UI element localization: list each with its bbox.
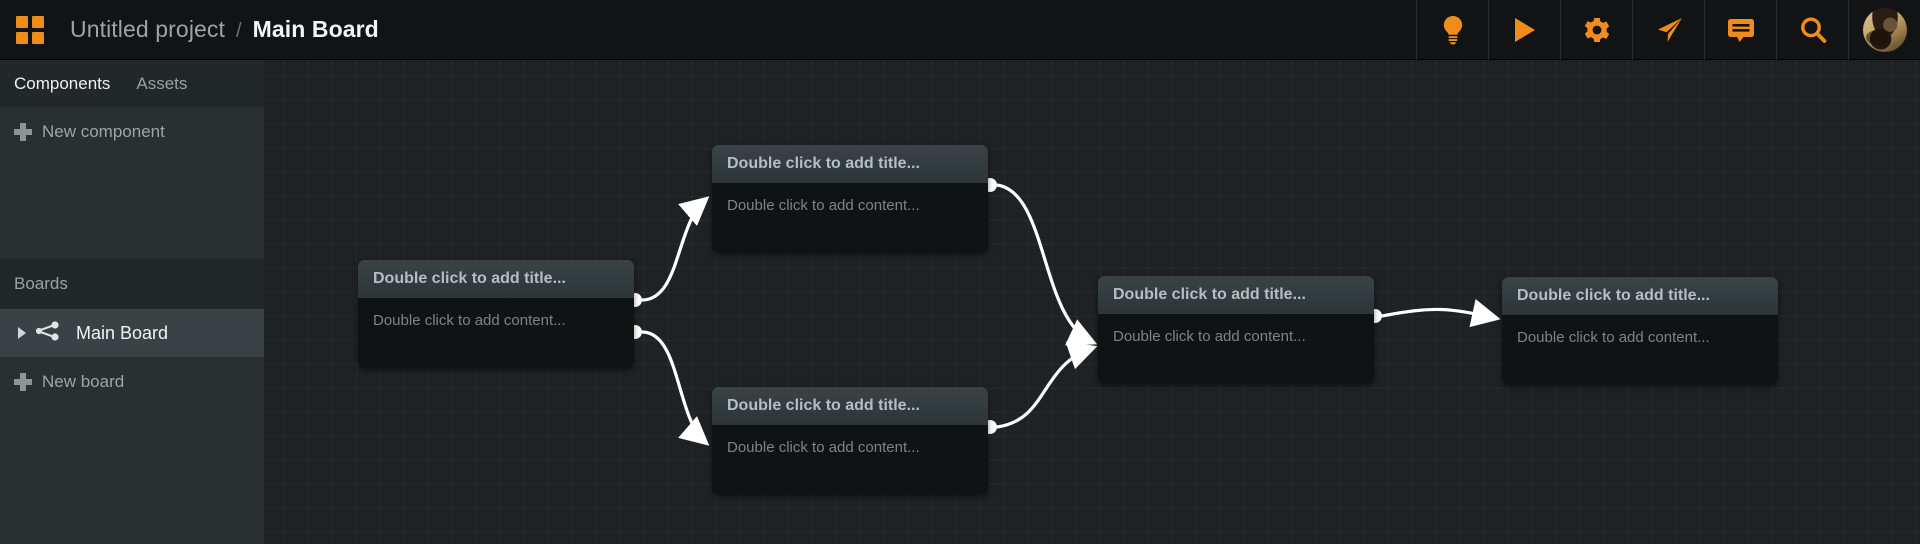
components-empty-area bbox=[0, 157, 264, 259]
lightbulb-icon bbox=[1440, 15, 1466, 45]
board-card[interactable]: Double click to add title... Double clic… bbox=[712, 387, 988, 495]
sidebar-tabs: Components Assets bbox=[0, 60, 264, 107]
breadcrumb-project[interactable]: Untitled project bbox=[70, 16, 226, 42]
avatar bbox=[1862, 7, 1907, 52]
card-header[interactable]: Double click to add title... bbox=[1502, 277, 1778, 315]
edge-card4-card5 bbox=[1368, 299, 1501, 328]
card-header[interactable]: Double click to add title... bbox=[712, 145, 988, 183]
play-button[interactable] bbox=[1488, 0, 1560, 60]
send-button[interactable] bbox=[1632, 0, 1704, 60]
breadcrumb-board[interactable]: Main Board bbox=[252, 16, 379, 42]
search-icon bbox=[1798, 15, 1828, 45]
search-button[interactable] bbox=[1776, 0, 1848, 60]
paper-plane-icon bbox=[1654, 15, 1684, 45]
play-icon bbox=[1512, 16, 1538, 44]
plus-icon bbox=[14, 373, 32, 391]
tab-assets[interactable]: Assets bbox=[136, 73, 188, 93]
gear-icon bbox=[1582, 15, 1612, 45]
toolbar bbox=[1416, 0, 1920, 60]
comment-icon bbox=[1726, 16, 1756, 44]
card-content-placeholder: Double click to add content... bbox=[727, 439, 920, 456]
board-canvas[interactable]: Double click to add title... Double clic… bbox=[264, 60, 1920, 544]
card-body[interactable]: Double click to add content... bbox=[712, 183, 988, 253]
board-card[interactable]: Double click to add title... Double clic… bbox=[1502, 277, 1778, 385]
card-title-placeholder: Double click to add title... bbox=[727, 397, 920, 414]
edge-card3-card4 bbox=[983, 341, 1098, 434]
boards-section-label: Boards bbox=[14, 274, 68, 293]
card-body[interactable]: Double click to add content... bbox=[1098, 314, 1374, 384]
board-card[interactable]: Double click to add title... Double clic… bbox=[1098, 276, 1374, 384]
card-header[interactable]: Double click to add title... bbox=[712, 387, 988, 425]
app-logo-button[interactable] bbox=[0, 0, 60, 60]
chevron-right-icon[interactable] bbox=[18, 327, 26, 339]
board-node-icon bbox=[35, 320, 61, 346]
breadcrumb-separator: / bbox=[236, 20, 242, 42]
card-body[interactable]: Double click to add content... bbox=[1502, 315, 1778, 385]
sidebar-board-label: Main Board bbox=[76, 322, 169, 343]
card-body[interactable]: Double click to add content... bbox=[358, 298, 634, 368]
card-body[interactable]: Double click to add content... bbox=[712, 425, 988, 495]
card-title-placeholder: Double click to add title... bbox=[1517, 287, 1710, 304]
card-title-placeholder: Double click to add title... bbox=[1113, 286, 1306, 303]
card-header[interactable]: Double click to add title... bbox=[358, 260, 634, 298]
sidebar: Components Assets New component Boards bbox=[0, 60, 264, 544]
grid-logo-icon bbox=[16, 15, 44, 44]
breadcrumb: Untitled project / Main Board bbox=[70, 16, 379, 43]
card-content-placeholder: Double click to add content... bbox=[373, 312, 566, 329]
card-title-placeholder: Double click to add title... bbox=[727, 155, 920, 172]
card-content-placeholder: Double click to add content... bbox=[1517, 329, 1710, 346]
lightbulb-button[interactable] bbox=[1416, 0, 1488, 60]
new-component-label: New component bbox=[42, 122, 165, 141]
tab-components[interactable]: Components bbox=[14, 73, 111, 93]
sidebar-item-main-board[interactable]: Main Board bbox=[0, 309, 264, 357]
new-board-label: New board bbox=[42, 372, 125, 391]
user-avatar-button[interactable] bbox=[1848, 0, 1920, 60]
edge-card2-card4 bbox=[983, 178, 1098, 346]
plus-icon bbox=[14, 123, 32, 141]
card-content-placeholder: Double click to add content... bbox=[727, 197, 920, 214]
boards-section-header: Boards bbox=[0, 259, 264, 309]
card-content-placeholder: Double click to add content... bbox=[1113, 328, 1306, 345]
board-card[interactable]: Double click to add title... Double clic… bbox=[712, 145, 988, 253]
edge-card1-card2 bbox=[628, 196, 710, 307]
new-component-button[interactable]: New component bbox=[0, 107, 264, 157]
new-board-button[interactable]: New board bbox=[0, 357, 264, 407]
card-header[interactable]: Double click to add title... bbox=[1098, 276, 1374, 314]
top-bar: Untitled project / Main Board bbox=[0, 0, 1920, 60]
comments-button[interactable] bbox=[1704, 0, 1776, 60]
edge-card1-card3 bbox=[628, 325, 710, 446]
card-title-placeholder: Double click to add title... bbox=[373, 270, 566, 287]
settings-button[interactable] bbox=[1560, 0, 1632, 60]
board-card[interactable]: Double click to add title... Double clic… bbox=[358, 260, 634, 368]
